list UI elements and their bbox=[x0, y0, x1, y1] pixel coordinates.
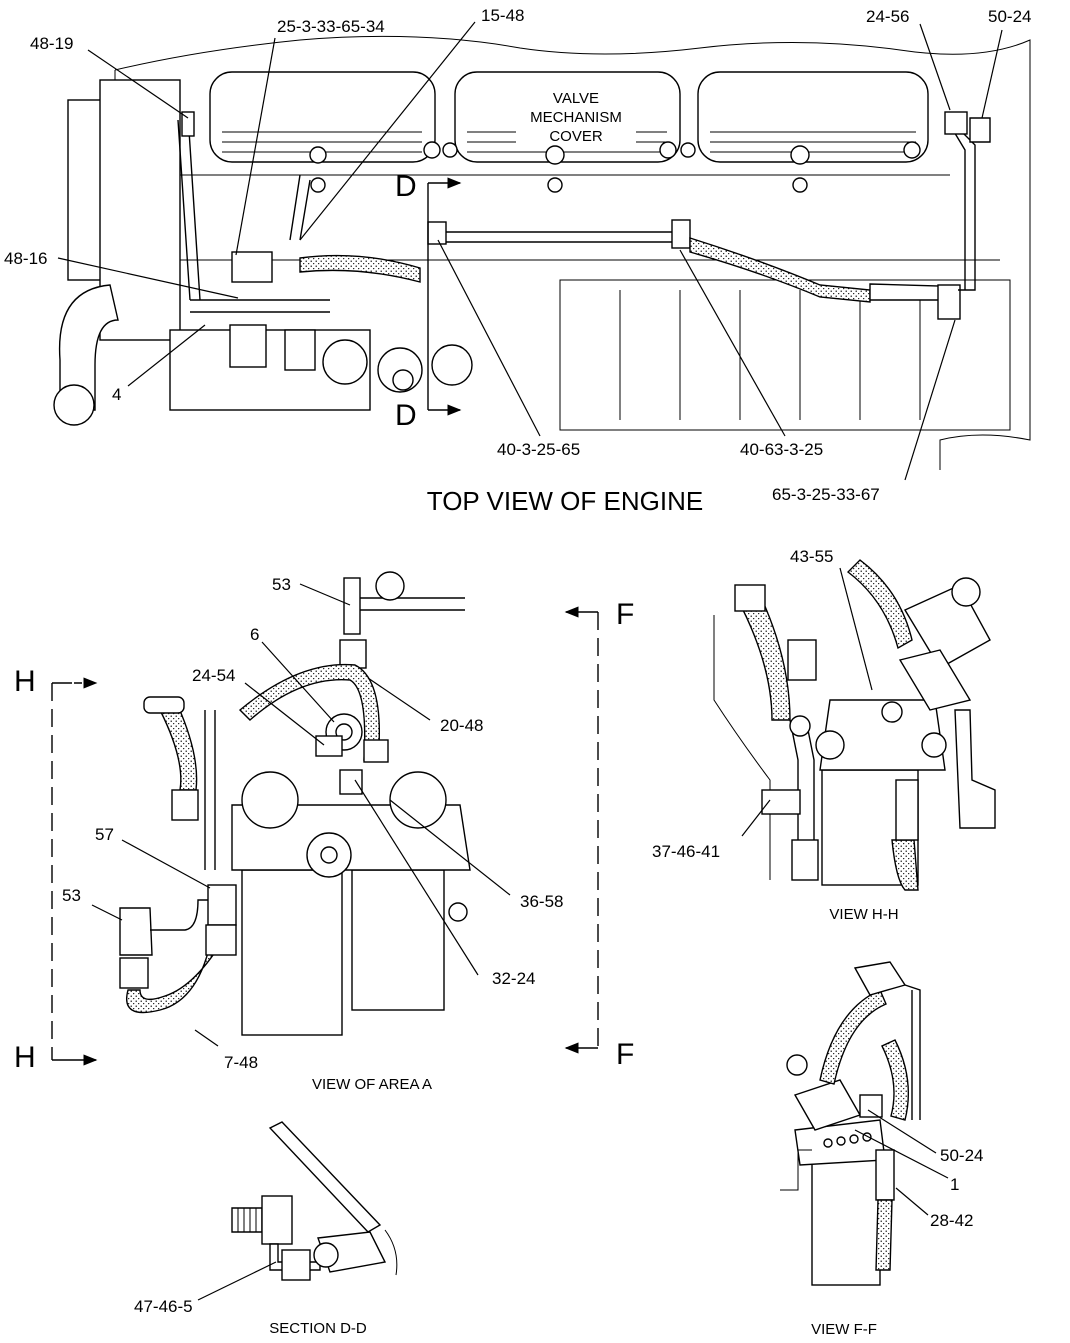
filter-3 bbox=[431, 344, 473, 386]
filter-1 bbox=[322, 339, 368, 385]
section-h-top-label: H bbox=[14, 665, 36, 698]
priming-knob-hh bbox=[951, 577, 981, 607]
primer-knob bbox=[392, 369, 414, 391]
callout-6: 6 bbox=[250, 625, 259, 644]
view-hh-title: VIEW H-H bbox=[829, 906, 898, 923]
view-hh: 43-55 37-46-41 VIEW H-H bbox=[652, 547, 996, 923]
fitting-50-24 bbox=[969, 117, 991, 143]
priming-pump-ff bbox=[793, 1079, 862, 1131]
callout-50-24: 50-24 bbox=[988, 7, 1031, 26]
view-ff-title: VIEW F-F bbox=[811, 1321, 877, 1338]
fitting-hh-upper bbox=[787, 639, 817, 681]
intake-elbow bbox=[58, 284, 119, 411]
bracket-left bbox=[241, 869, 343, 1036]
bolt-thread-dd bbox=[231, 1207, 263, 1233]
hose-end-hh bbox=[734, 584, 766, 612]
bracket-hh bbox=[954, 709, 996, 829]
callout-32-24: 32-24 bbox=[492, 969, 535, 988]
bracket-right bbox=[351, 869, 445, 1011]
valve-cover-label-bg bbox=[516, 84, 636, 148]
bolt-head-dd bbox=[261, 1195, 293, 1245]
callout-47-46-5: 47-46-5 bbox=[134, 1297, 193, 1316]
callout-24-56: 24-56 bbox=[866, 7, 909, 26]
callout-37-46-41: 37-46-41 bbox=[652, 842, 720, 861]
fitting-40-63-3-25 bbox=[671, 219, 691, 249]
view-area-a: H H F F 53 6 24-54 20-48 57 53 36-58 32-… bbox=[14, 571, 634, 1093]
fitting-24-56 bbox=[944, 111, 968, 135]
callout-28-42: 28-42 bbox=[930, 1211, 973, 1230]
fitting-57 bbox=[207, 884, 237, 926]
valve-cover-label-3: COVER bbox=[549, 128, 603, 145]
top-bolt bbox=[375, 571, 405, 601]
callout-1: 1 bbox=[950, 1175, 959, 1194]
callout-40-3-25-65: 40-3-25-65 bbox=[497, 440, 580, 459]
section-f-top-label: F bbox=[616, 598, 634, 631]
callout-15-48: 15-48 bbox=[481, 6, 524, 25]
callout-36-58: 36-58 bbox=[520, 892, 563, 911]
fitting-40-3-25-65 bbox=[427, 221, 447, 245]
mount-block-ff bbox=[811, 1149, 881, 1286]
clip-nut-dd bbox=[281, 1249, 311, 1281]
section-d-top-label: D bbox=[395, 170, 417, 203]
callout-48-16: 48-16 bbox=[4, 249, 47, 268]
fitting-25-3-33 bbox=[231, 251, 273, 283]
callout-24-54: 24-54 bbox=[192, 666, 235, 685]
section-h-bottom-label: H bbox=[14, 1041, 36, 1074]
callout-4: 4 bbox=[112, 385, 121, 404]
elbow-65-3-25 bbox=[937, 284, 961, 320]
filter-cap-right bbox=[389, 771, 447, 829]
valve-4 bbox=[229, 324, 267, 368]
fitting-20-48 bbox=[339, 639, 367, 669]
section-dd: 47-46-5 SECTION D-D bbox=[134, 1121, 398, 1337]
intake-cap bbox=[53, 384, 95, 426]
callout-25-3-33-65-34: 25-3-33-65-34 bbox=[277, 17, 385, 36]
fitting-36-58-upper bbox=[363, 739, 389, 763]
fitting-28-42 bbox=[875, 1149, 895, 1201]
tube-dd bbox=[268, 1121, 382, 1233]
valve-cover-3 bbox=[697, 71, 929, 163]
fitting-57-lower bbox=[205, 924, 237, 956]
fitting-48-19 bbox=[181, 111, 195, 137]
elbow-53-lower bbox=[119, 907, 153, 956]
fitting-53-top bbox=[343, 577, 361, 635]
section-f-bottom-label: F bbox=[616, 1038, 634, 1071]
callout-53-top: 53 bbox=[272, 575, 291, 594]
bolt-hh-left bbox=[815, 730, 845, 760]
valve-cover-label-2: MECHANISM bbox=[530, 109, 622, 126]
top-view-title: TOP VIEW OF ENGINE bbox=[427, 486, 703, 516]
callout-20-48: 20-48 bbox=[440, 716, 483, 735]
view-ff: 50-24 1 28-42 VIEW F-F bbox=[780, 961, 983, 1338]
callout-7-48: 7-48 bbox=[224, 1053, 258, 1072]
fitting-hh-lower bbox=[895, 779, 919, 841]
valve-cover-label-1: VALVE bbox=[553, 90, 599, 107]
fitting-lower-53 bbox=[119, 957, 149, 989]
section-dd-title: SECTION D-D bbox=[269, 1320, 367, 1337]
fitting-37-46-41 bbox=[791, 839, 819, 881]
callout-48-19: 48-19 bbox=[30, 34, 73, 53]
priming-knob-ff bbox=[786, 1054, 808, 1076]
fitting-32-24 bbox=[339, 769, 363, 795]
fitting-48-16 bbox=[284, 329, 316, 371]
callout-50-24-ff: 50-24 bbox=[940, 1146, 983, 1165]
callout-65-3-25-33-67: 65-3-25-33-67 bbox=[772, 485, 880, 504]
filter-cap-left bbox=[241, 771, 299, 829]
callout-53-lower: 53 bbox=[62, 886, 81, 905]
callout-40-63-3-25: 40-63-3-25 bbox=[740, 440, 823, 459]
fitting-ff-top bbox=[853, 961, 907, 996]
section-d-bottom-label: D bbox=[395, 399, 417, 432]
fitting-50-24-ff bbox=[859, 1094, 883, 1118]
callout-57: 57 bbox=[95, 825, 114, 844]
fitting-24-54 bbox=[315, 735, 343, 757]
callout-43-55: 43-55 bbox=[790, 547, 833, 566]
view-area-a-title: VIEW OF AREA A bbox=[312, 1076, 432, 1093]
hose-end-left bbox=[143, 696, 185, 714]
hose-fitting-left bbox=[171, 789, 199, 821]
bolt-hh-right bbox=[921, 732, 947, 758]
top-view-engine: VALVE MECHANISM COVER bbox=[4, 6, 1031, 516]
